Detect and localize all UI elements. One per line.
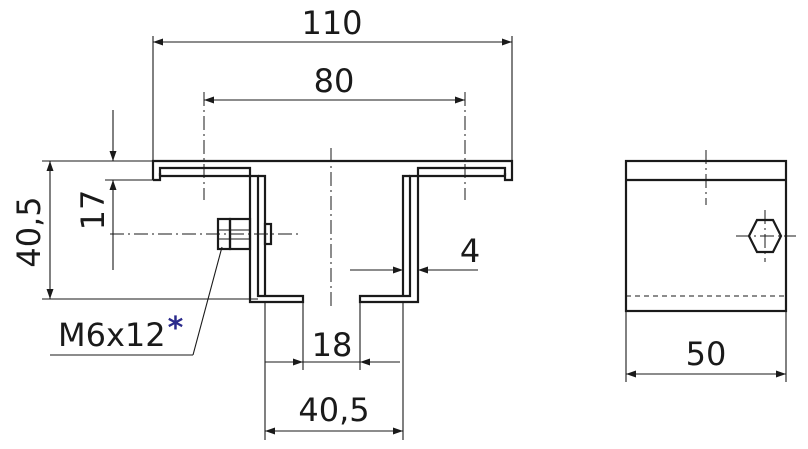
- dim-total-height: 40,5: [10, 161, 54, 299]
- dim-4-label: 4: [460, 232, 480, 270]
- dim-110-label: 110: [301, 4, 362, 42]
- bracket-outline: [151, 159, 514, 304]
- web-inner: [258, 174, 410, 296]
- dim-flange-height: 17: [74, 110, 117, 270]
- fastener-marker: *: [168, 311, 184, 346]
- fastener-label: M6x12*: [58, 311, 184, 354]
- dim-base-width: 40,5: [265, 391, 403, 435]
- front-view: [42, 36, 514, 440]
- dim-slot-width: 18: [265, 326, 400, 366]
- dim-overall-width: 110: [153, 4, 512, 46]
- flange-bottom: [158, 173, 507, 178]
- fastener-callout: M6x12*: [50, 246, 223, 356]
- dim-17-label: 17: [74, 190, 112, 231]
- dim-side-width: 50: [626, 335, 786, 378]
- dim-405-vertical-label: 40,5: [10, 196, 48, 267]
- side-view: [624, 150, 796, 382]
- dim-lip: 4: [350, 232, 480, 274]
- dim-80-label: 80: [314, 62, 355, 100]
- dim-405-horizontal-label: 40,5: [298, 391, 369, 429]
- dim-18-label: 18: [312, 326, 353, 364]
- dim-inner-width: 80: [204, 62, 465, 104]
- fastener-size: M6x12: [58, 316, 166, 354]
- hex-nut-icon: [747, 218, 783, 254]
- dim-50-label: 50: [686, 335, 727, 373]
